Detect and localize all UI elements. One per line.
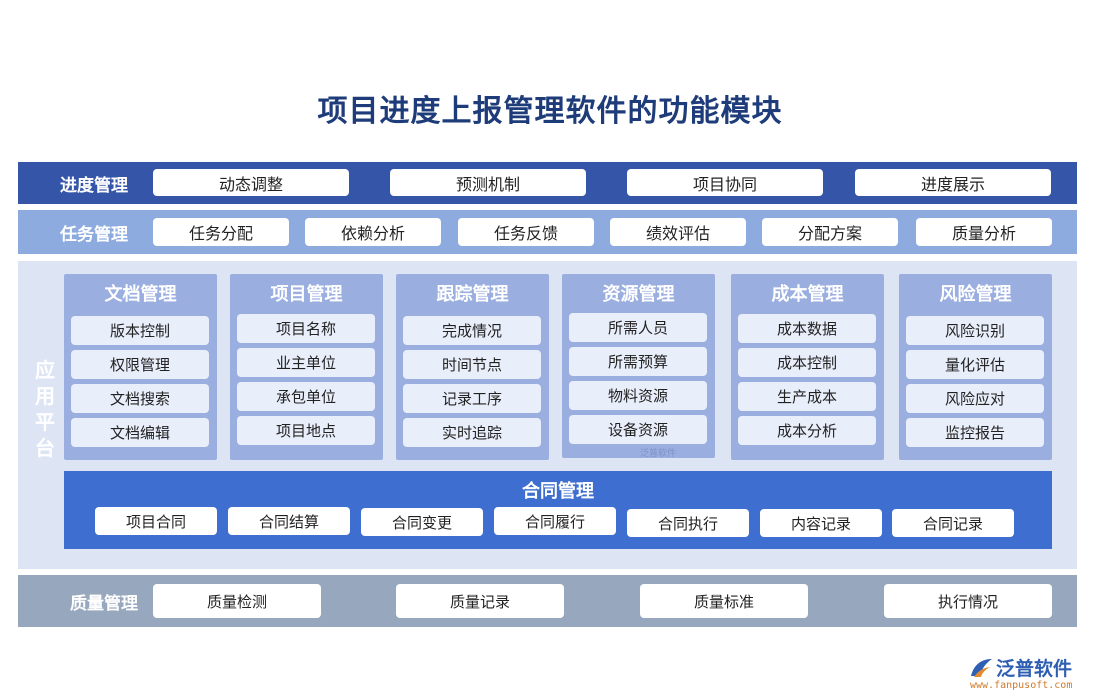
module-title: 文档管理: [104, 284, 177, 305]
module-resource: 资源管理 所需人员 所需预算 物料资源 设备资源 泛普软件: [562, 274, 715, 459]
module-item: 风险识别: [906, 316, 1044, 345]
module-item: 文档搜索: [71, 384, 209, 413]
quality-management-label: 质量管理: [70, 593, 138, 614]
platform-label: 应用平台: [35, 358, 55, 460]
contract-title: 合同管理: [522, 481, 594, 502]
module-item: 项目名称: [237, 314, 375, 343]
module-title: 资源管理: [602, 284, 675, 305]
module-item: 文档编辑: [71, 418, 209, 447]
quality-management-row: 质量管理 质量检测 质量记录 质量标准 执行情况: [18, 575, 1077, 627]
module-project: 项目管理 项目名称 业主单位 承包单位 项目地点: [230, 274, 383, 460]
quality-item: 质量检测: [153, 584, 321, 618]
module-item: 物料资源: [569, 381, 707, 410]
contract-item: 合同履行: [494, 507, 616, 535]
quality-item: 质量记录: [396, 584, 564, 618]
progress-management-row: 进度管理 动态调整 预测机制 项目协同 进度展示: [18, 162, 1077, 204]
module-cost: 成本管理 成本数据 成本控制 生产成本 成本分析: [731, 274, 884, 460]
module-item: 记录工序: [403, 384, 541, 413]
module-item: 完成情况: [403, 316, 541, 345]
task-item: 依赖分析: [305, 218, 441, 246]
contract-management-panel: 合同管理 项目合同 合同结算 合同变更 合同履行 合同执行 内容记录 合同记录: [64, 471, 1052, 549]
application-platform: 应用平台 文档管理 版本控制 权限管理 文档搜索 文档编辑 项目管理 项目名称 …: [18, 261, 1077, 569]
module-title: 成本管理: [771, 284, 844, 305]
progress-item: 预测机制: [390, 169, 586, 196]
task-item: 任务分配: [153, 218, 289, 246]
module-title: 风险管理: [939, 284, 1012, 305]
watermark: 泛普软件: [640, 449, 677, 459]
contract-item: 合同执行: [627, 509, 749, 537]
module-item: 实时追踪: [403, 418, 541, 447]
module-item: 权限管理: [71, 350, 209, 379]
module-item: 量化评估: [906, 350, 1044, 379]
brand-mark: 泛普软件 www.fanpusoft.com: [968, 654, 1094, 696]
module-document: 文档管理 版本控制 权限管理 文档搜索 文档编辑: [64, 274, 217, 460]
module-item: 所需人员: [569, 313, 707, 342]
module-item: 承包单位: [237, 382, 375, 411]
module-item: 监控报告: [906, 418, 1044, 447]
progress-item: 项目协同: [627, 169, 823, 196]
module-item: 所需预算: [569, 347, 707, 376]
fanpu-logo-icon: [971, 659, 992, 677]
module-item: 项目地点: [237, 416, 375, 445]
module-item: 业主单位: [237, 348, 375, 377]
progress-item: 动态调整: [153, 169, 349, 196]
contract-item: 合同结算: [228, 507, 350, 535]
module-item: 风险应对: [906, 384, 1044, 413]
brand-name: 泛普软件: [996, 658, 1073, 680]
module-item: 版本控制: [71, 316, 209, 345]
contract-item: 合同记录: [892, 509, 1014, 537]
task-management-row: 任务管理 任务分配 依赖分析 任务反馈 绩效评估 分配方案 质量分析: [18, 210, 1077, 254]
module-title: 项目管理: [270, 284, 343, 305]
page-title: 项目进度上报管理软件的功能模块: [317, 94, 783, 129]
task-management-label: 任务管理: [60, 224, 128, 245]
module-item: 成本数据: [738, 314, 876, 343]
task-item: 任务反馈: [458, 218, 594, 246]
contract-item: 项目合同: [95, 507, 217, 535]
contract-item: 内容记录: [760, 509, 882, 537]
progress-item: 进度展示: [855, 169, 1051, 196]
module-item: 设备资源: [569, 415, 707, 444]
progress-management-label: 进度管理: [60, 175, 128, 196]
task-item: 分配方案: [762, 218, 898, 246]
brand-url: www.fanpusoft.com: [970, 680, 1073, 691]
module-item: 成本分析: [738, 416, 876, 445]
module-item: 生产成本: [738, 382, 876, 411]
module-item: 成本控制: [738, 348, 876, 377]
task-item: 绩效评估: [610, 218, 746, 246]
module-title: 跟踪管理: [436, 284, 509, 305]
module-tracking: 跟踪管理 完成情况 时间节点 记录工序 实时追踪: [396, 274, 549, 460]
quality-item: 执行情况: [884, 584, 1052, 618]
task-item: 质量分析: [916, 218, 1052, 246]
quality-item: 质量标准: [640, 584, 808, 618]
contract-item: 合同变更: [361, 508, 483, 536]
module-risk: 风险管理 风险识别 量化评估 风险应对 监控报告: [899, 274, 1052, 460]
module-item: 时间节点: [403, 350, 541, 379]
